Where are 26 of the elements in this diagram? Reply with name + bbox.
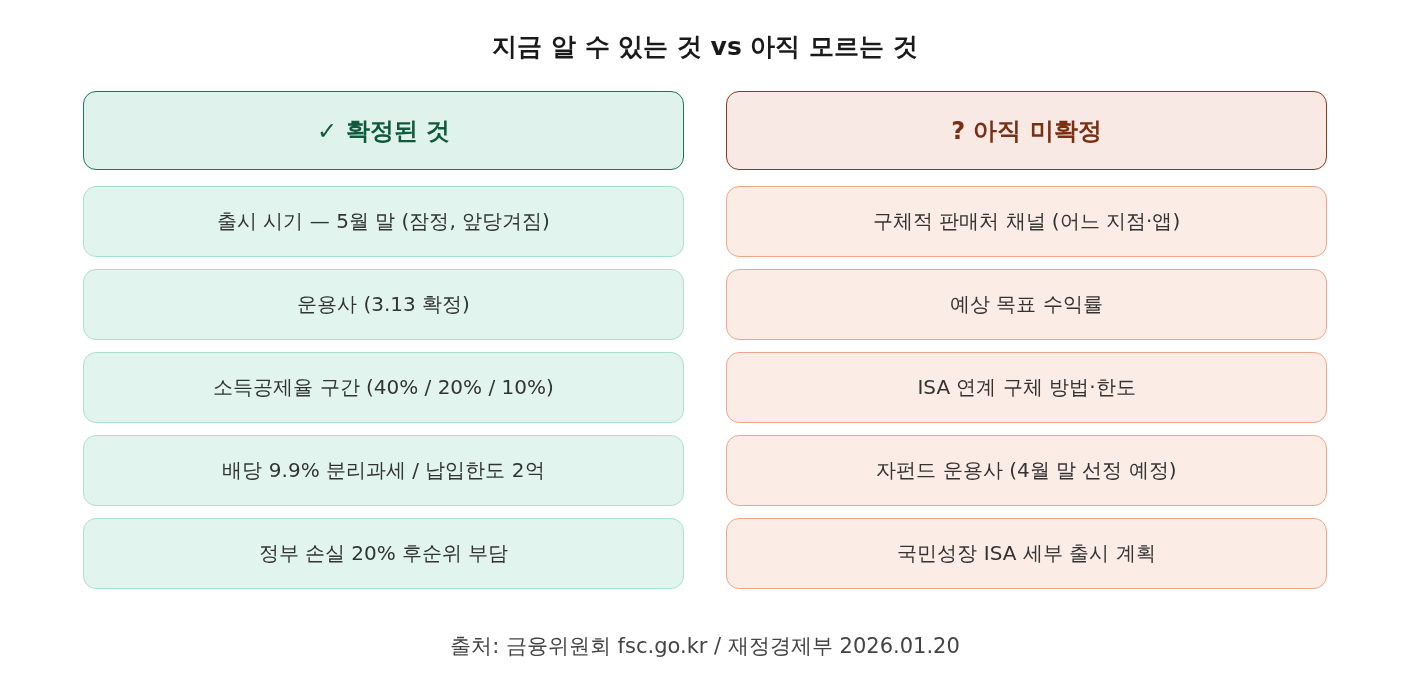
item-card [726, 352, 1327, 423]
item-text: 구체적 판매처 채널 (어느 지점·앱) [872, 208, 1181, 235]
header-text: ? 아직 미확정 [951, 115, 1102, 147]
item-card [726, 269, 1327, 340]
item-card [726, 435, 1327, 506]
item-card [83, 435, 684, 506]
item-card [83, 352, 684, 423]
item-card [83, 186, 684, 257]
item-text: 자펀드 운용사 (4월 말 선정 예정) [876, 457, 1177, 484]
item-card [83, 269, 684, 340]
item-text: 배당 9.9% 분리과세 / 납입한도 2억 [222, 457, 545, 484]
source-caption: 출처: 금융위원회 fsc.go.kr / 재정경제부 2026.01.20 [449, 633, 961, 660]
header-box [726, 91, 1327, 170]
item-text: 정부 손실 20% 후순위 부담 [258, 540, 509, 567]
header-box [83, 91, 684, 170]
item-text: 소득공제율 구간 (40% / 20% / 10%) [213, 374, 554, 401]
item-card [726, 518, 1327, 589]
item-text: 운용사 (3.13 확정) [297, 291, 470, 318]
item-text: 출시 시기 — 5월 말 (잠정, 앞당겨짐) [217, 208, 550, 235]
header-text: ✓ 확정된 것 [317, 115, 450, 147]
item-card [726, 186, 1327, 257]
item-text: 국민성장 ISA 세부 출시 계획 [897, 540, 1156, 567]
diagram-title: 지금 알 수 있는 것 vs 아직 모르는 것 [491, 31, 919, 63]
item-card [83, 518, 684, 589]
item-text: 예상 목표 수익률 [950, 291, 1103, 318]
item-text: ISA 연계 구체 방법·한도 [917, 374, 1136, 401]
